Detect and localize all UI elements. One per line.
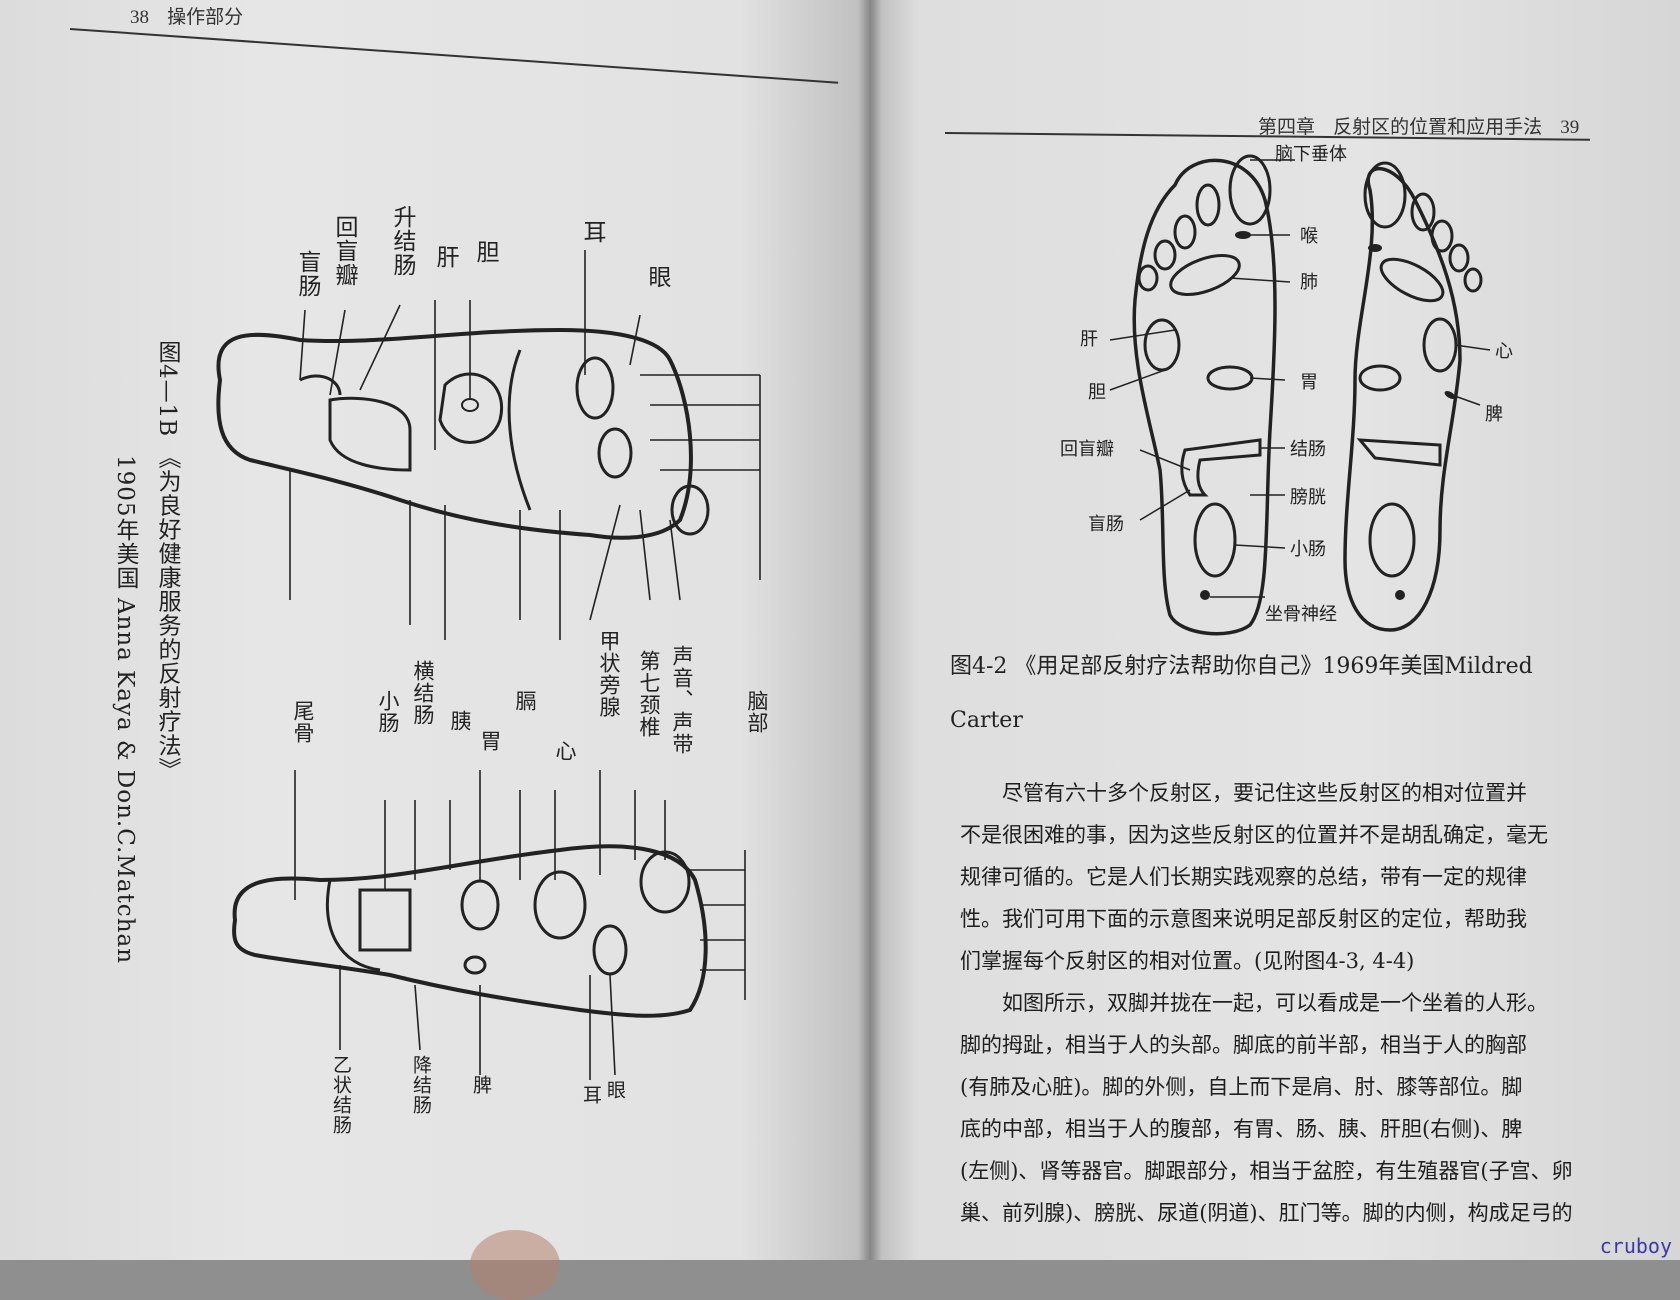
label-liver-right: 肝 xyxy=(1080,329,1098,350)
left-header: 38 操作部分 xyxy=(130,2,243,29)
right-page xyxy=(870,0,1680,1260)
label-ear-lower: 耳 xyxy=(580,1085,602,1105)
body-line: 性。我们可用下面的示意图来说明足部反射区的定位，帮助我 xyxy=(960,907,1527,931)
label-lung: 肺 xyxy=(1300,272,1318,293)
body-line: 尽管有六十多个反射区，要记住这些反射区的相对位置并 xyxy=(1002,781,1527,805)
label-voice: 声音、声带 xyxy=(670,645,694,755)
label-small-intestine-right: 小肠 xyxy=(1290,539,1326,560)
label-diaphragm: 膈 xyxy=(513,690,537,712)
body-text: 尽管有六十多个反射区，要记住这些反射区的相对位置并 不是很困难的事，因为这些反射… xyxy=(960,772,1590,1234)
body-line: (左侧)、肾等器官。脚跟部分，相当于盆腔，有生殖器官(子宫、卵 xyxy=(960,1159,1573,1183)
body-line: 脚的拇趾，相当于人的头部。脚底的前半部，相当于人的胸部 xyxy=(960,1033,1527,1057)
lower-foot-outline xyxy=(232,844,708,1018)
label-spleen: 脾 xyxy=(470,1075,492,1095)
label-sciatic-nerve: 坐骨神经 xyxy=(1265,604,1337,625)
label-seventh-cervical: 第七颈椎 xyxy=(637,650,661,738)
label-coccyx: 尾骨 xyxy=(291,700,315,744)
label-stomach-right: 胃 xyxy=(1300,372,1318,393)
left-header-title: 操作部分 xyxy=(167,6,244,28)
label-ileocecal-valve-right: 回盲瓣 xyxy=(1060,439,1114,460)
label-small-intestine: 小肠 xyxy=(376,690,400,734)
label-eye: 眼 xyxy=(644,265,670,289)
label-transverse-colon: 横结肠 xyxy=(411,660,435,726)
body-line: 规律可循的。它是人们长期实践观察的总结，带有一定的规律 xyxy=(960,865,1527,889)
label-eye-lower: 眼 xyxy=(604,1080,626,1100)
label-descending-colon: 降结肠 xyxy=(410,1055,432,1115)
right-figure-caption: 图4-2 《用足部反射疗法帮助你自己》1969年美国Mildred xyxy=(950,654,1533,679)
sole-left-outline xyxy=(1132,158,1277,636)
upper-foot-outline xyxy=(216,327,693,540)
label-brain: 脑部 xyxy=(745,690,769,734)
right-page-number: 39 xyxy=(1560,117,1580,138)
right-header-title: 反射区的位置和应用手法 xyxy=(1333,116,1543,138)
body-line: 如图所示，双脚并拢在一起，可以看成是一个坐着的人形。 xyxy=(1002,991,1548,1015)
label-heart-right: 心 xyxy=(1495,341,1513,362)
book-gutter xyxy=(858,0,882,1260)
right-figure-caption-cont: Carter xyxy=(950,708,1023,733)
body-line: (有肺及心脏)。脚的外侧，自上而下是肩、肘、膝等部位。脚 xyxy=(960,1075,1523,1099)
left-figure-source: 1905年美国 Anna Kaya & Don.C.Matchan xyxy=(112,455,138,965)
label-ascending-colon: 升结肠 xyxy=(389,205,415,277)
right-foot-diagram: 脑下垂体 喉 肺 胃 结肠 膀胱 小肠 坐骨神经 肝 胆 回盲瓣 盲肠 心 脾 xyxy=(1060,144,1513,636)
label-ear: 耳 xyxy=(579,220,605,244)
label-liver: 肝 xyxy=(432,245,458,269)
label-spleen-right: 脾 xyxy=(1485,404,1503,425)
body-line: 不是很困难的事，因为这些反射区的位置并不是胡乱确定，毫无 xyxy=(960,823,1548,847)
body-line: 们掌握每个反射区的相对位置。(见附图4-3, 4-4) xyxy=(960,949,1415,973)
label-bladder: 膀胱 xyxy=(1290,487,1326,508)
label-cecum-right: 盲肠 xyxy=(1088,514,1124,535)
body-line: 底的中部，相当于人的腹部，有胃、肠、胰、肝胆(右侧)、脾 xyxy=(960,1117,1523,1141)
label-heart: 心 xyxy=(553,740,577,762)
left-foot-diagram xyxy=(216,250,761,1080)
finger-shadow xyxy=(470,1230,560,1300)
label-pancreas: 胰 xyxy=(448,710,472,732)
label-cecum: 盲肠 xyxy=(294,250,320,298)
sole-right-outline xyxy=(1343,166,1462,632)
left-figure-caption: 图4—1B 《为良好健康服务的反射疗法》 xyxy=(154,340,180,782)
right-header: 第四章 反射区的位置和应用手法 39 xyxy=(1258,112,1579,139)
label-parathyroid: 甲状旁腺 xyxy=(597,630,621,718)
label-gallbladder: 胆 xyxy=(472,240,498,264)
label-gallbladder-right: 胆 xyxy=(1088,382,1106,403)
body-line: 巢、前列腺)、膀胱、尿道(阴道)、肛门等。脚的内侧，构成足弓的 xyxy=(960,1201,1573,1225)
label-colon: 结肠 xyxy=(1290,439,1326,460)
label-sigmoid-colon: 乙状结肠 xyxy=(330,1055,352,1135)
label-ileocecal-valve: 回盲瓣 xyxy=(331,215,357,287)
left-page xyxy=(0,0,870,1260)
right-header-chapter: 第四章 xyxy=(1258,116,1316,138)
label-throat: 喉 xyxy=(1300,226,1318,247)
watermark: cruboy xyxy=(1599,1234,1672,1258)
left-page-number: 38 xyxy=(130,7,149,28)
label-stomach: 胃 xyxy=(478,730,502,752)
label-pituitary: 脑下垂体 xyxy=(1275,144,1347,165)
